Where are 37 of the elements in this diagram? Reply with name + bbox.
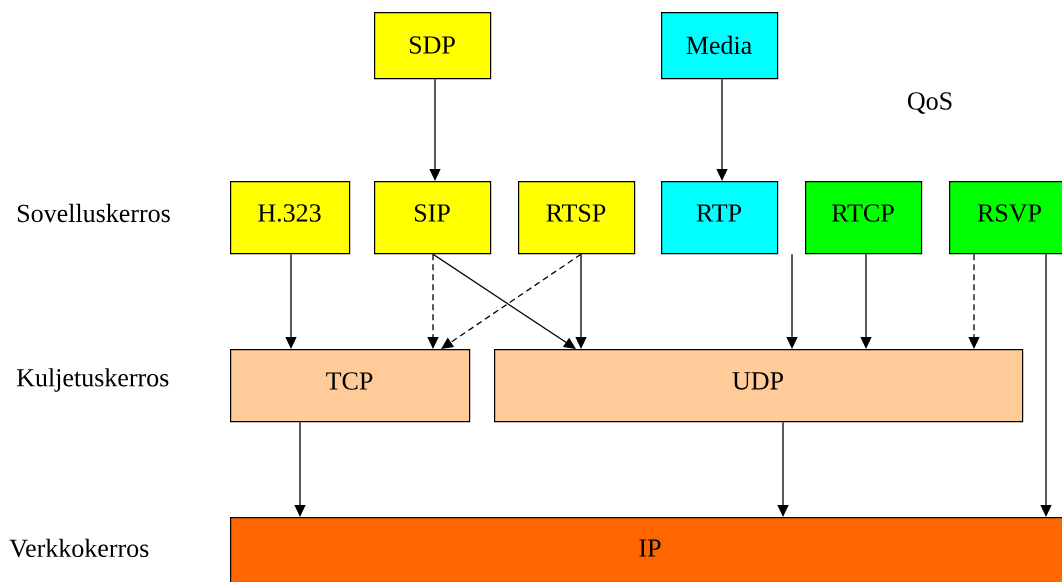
protocol-box [230, 181, 351, 255]
arrow [294, 421, 306, 517]
protocol-box [374, 181, 492, 255]
arrow [1040, 253, 1052, 517]
arrow [427, 253, 439, 349]
protocol-label: RSVP [977, 204, 1041, 222]
protocol-label: RTCP [832, 204, 894, 222]
protocol-label: Media [686, 35, 752, 55]
protocol-label: RTP [696, 204, 742, 222]
protocol-label: IP [639, 539, 661, 557]
protocol-label: UDP [732, 372, 783, 390]
protocol-box [661, 12, 779, 80]
protocol-box [949, 181, 1062, 255]
arrow [716, 78, 728, 181]
arrow [429, 78, 441, 181]
protocol-box [374, 12, 492, 80]
protocol-label: RTSP [546, 204, 606, 222]
protocol-box [494, 349, 1024, 423]
protocol-label: SDP [409, 36, 455, 54]
protocol-label: SIP [414, 204, 450, 222]
arrow [786, 253, 798, 349]
layer-label: Kuljetuskerros [16, 368, 169, 392]
protocol-box [661, 181, 779, 255]
arrow [777, 421, 789, 517]
protocol-label: H.323 [258, 204, 321, 222]
protocol-box [805, 181, 923, 255]
protocol-box [230, 349, 471, 423]
layer-label: Sovelluskerros [17, 203, 170, 223]
protocol-box [230, 517, 1062, 582]
protocol-box [518, 181, 636, 255]
arrow [575, 253, 587, 349]
annotation-text: QoS [907, 92, 952, 114]
arrow [968, 253, 980, 349]
arrow [860, 253, 872, 349]
arrow [285, 253, 297, 349]
protocol-label: TCP [326, 372, 373, 390]
layer-label: Verkkokerros [9, 538, 149, 558]
